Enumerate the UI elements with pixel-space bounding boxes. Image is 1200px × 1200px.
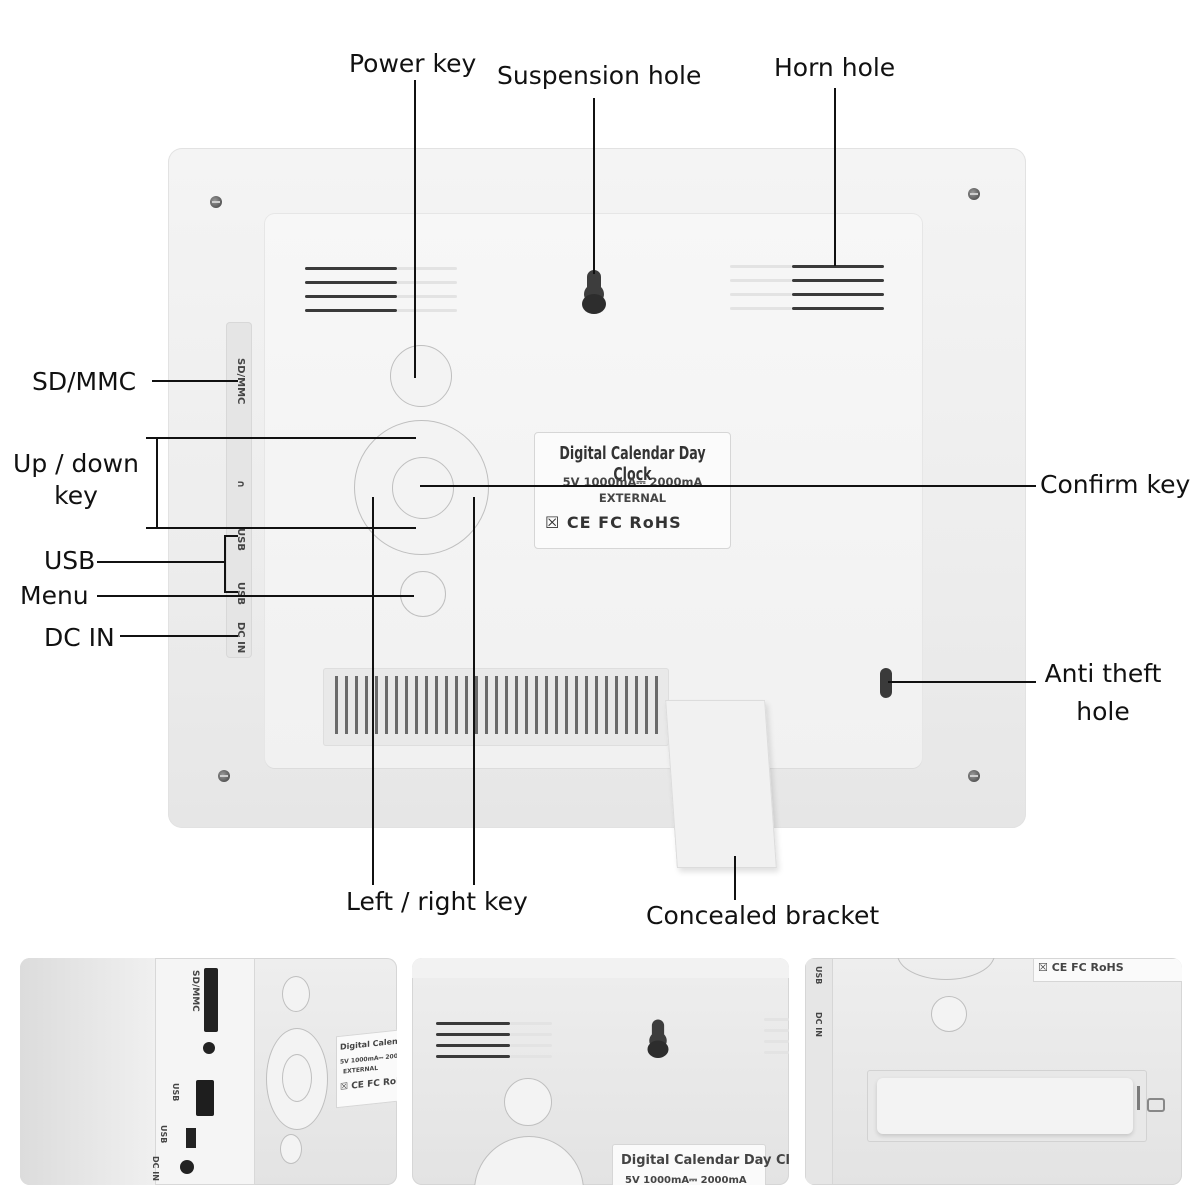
leader-line [888, 681, 1036, 683]
thumb3-concealed-bracket [877, 1078, 1133, 1134]
confirm-key[interactable] [392, 457, 454, 519]
rating-label-power: 5V 1000mA⎓ 2000mA [562, 475, 703, 489]
callout-anti-theft-line1: Anti theft [1044, 659, 1162, 688]
power-key[interactable] [390, 345, 452, 407]
thumb2-direction-pad [474, 1136, 584, 1185]
thumb1-dc-in: DC IN [151, 1156, 160, 1181]
thumb3-usb: USB [814, 966, 823, 985]
callout-concealed-bracket: Concealed bracket [646, 901, 880, 930]
screw-icon [210, 196, 222, 208]
leader-line [146, 527, 416, 529]
leader-line [593, 98, 595, 274]
leader-line [224, 591, 238, 593]
thumbnail-bottom-closeup: USB DC IN ☒ CE FC RoHS [805, 958, 1182, 1185]
usb-port-icon [196, 1080, 214, 1116]
port-label-dc-in: DC IN [235, 622, 246, 654]
leader-line [146, 437, 416, 439]
callout-dc-in: DC IN [44, 623, 115, 652]
screw-icon [968, 770, 980, 782]
callout-anti-theft-line2: hole [1076, 697, 1130, 726]
callout-confirm-key: Confirm key [1040, 470, 1191, 499]
callout-sd-mmc: SD/MMC [32, 367, 137, 396]
thumb1-rating-label: Digital Calendar Day Clock 5V 1000mA⎓ 20… [336, 1027, 397, 1109]
leader-line [414, 80, 416, 378]
side-port-strip [226, 322, 252, 658]
leader-line [734, 856, 736, 900]
audio-jack-icon [203, 1042, 215, 1054]
thumb1-sd-mmc: SD/MMC [190, 970, 200, 1012]
thumb1-menu-key [280, 1134, 302, 1164]
leader-line [224, 535, 238, 537]
thumb2-rating-label: Digital Calendar Day Clock 5V 1000mA⎓ 20… [612, 1144, 789, 1185]
callout-left-right-key: Left / right key [346, 887, 528, 916]
thumb1-card-external: EXTERNAL [343, 1064, 379, 1076]
menu-key[interactable] [400, 571, 446, 617]
thumb2-card-title: Digital Calendar Day Clock [621, 1153, 789, 1168]
callout-menu: Menu [20, 581, 89, 610]
port-label-usb: USB [235, 582, 246, 605]
leader-line [120, 635, 238, 637]
thumbnail-top-closeup: Digital Calendar Day Clock 5V 1000mA⎓ 20… [412, 958, 789, 1185]
mini-usb-port-icon [186, 1128, 196, 1148]
rating-label: Digital Calendar Day Clock 5V 1000mA⎓ 20… [534, 432, 731, 549]
leader-line [152, 380, 238, 382]
rating-label-title: Digital Calendar Day Clock [559, 443, 706, 485]
thumb3-bracket-hinge [1137, 1086, 1140, 1110]
callout-up-down-key: Up / down key [10, 448, 142, 512]
thumb3-menu-key [931, 996, 967, 1032]
port-label-audio: ∩ [235, 480, 246, 489]
leader-line [372, 497, 374, 885]
screw-icon [218, 770, 230, 782]
leader-line [156, 437, 158, 529]
callout-up-down-key-line2: key [54, 481, 98, 510]
thumb1-card-cert: ☒ CE FC RoHS [340, 1075, 397, 1093]
thumb3-bracket-clip [1147, 1098, 1165, 1112]
thumb2-power-key [504, 1078, 552, 1126]
thumb2-card-power: 5V 1000mA⎓ 2000mA [625, 1175, 747, 1185]
thumb3-rating-label: ☒ CE FC RoHS [1033, 958, 1182, 982]
leader-line [224, 535, 226, 593]
thumb1-power-key [282, 976, 310, 1012]
sd-slot-icon [204, 968, 218, 1032]
callout-horn-hole: Horn hole [774, 53, 896, 82]
thumb3-dc-in: DC IN [814, 1012, 823, 1037]
concealed-bracket[interactable] [665, 700, 777, 868]
callout-up-down-key-line1: Up / down [13, 449, 139, 478]
leader-line [420, 485, 1036, 487]
callout-usb: USB [44, 546, 96, 575]
callout-anti-theft-hole: Anti theft hole [1036, 658, 1170, 728]
thumb3-direction-pad [897, 958, 995, 980]
thumb1-confirm-key [282, 1054, 312, 1102]
thumb2-suspension-hole-icon [647, 1019, 669, 1058]
leader-line [473, 497, 475, 885]
rating-label-external: EXTERNAL [598, 491, 667, 505]
thumb3-card-cert: ☒ CE FC RoHS [1038, 961, 1124, 974]
leader-line [97, 595, 414, 597]
dc-jack-icon [180, 1160, 194, 1174]
thumb1-card-power: 5V 1000mA⎓ 2000mA [340, 1051, 397, 1066]
thumb1-card-title: Digital Calendar Day Clock [340, 1030, 397, 1052]
rating-label-certifications: ☒ CE FC RoHS [545, 513, 682, 532]
callout-power-key: Power key [349, 49, 477, 78]
anti-theft-hole [880, 668, 892, 698]
suspension-hole-icon [582, 270, 606, 314]
leader-line [834, 88, 836, 266]
thumbnail-side-ports: SD/MMC USB USB DC IN Digital Calendar Da… [20, 958, 397, 1185]
screw-icon [968, 188, 980, 200]
thumb1-usb-mini: USB [159, 1125, 168, 1144]
thumb1-usb: USB [171, 1083, 180, 1102]
leader-line [97, 561, 225, 563]
callout-suspension-hole: Suspension hole [497, 61, 702, 90]
port-label-usb: USB [235, 528, 246, 551]
